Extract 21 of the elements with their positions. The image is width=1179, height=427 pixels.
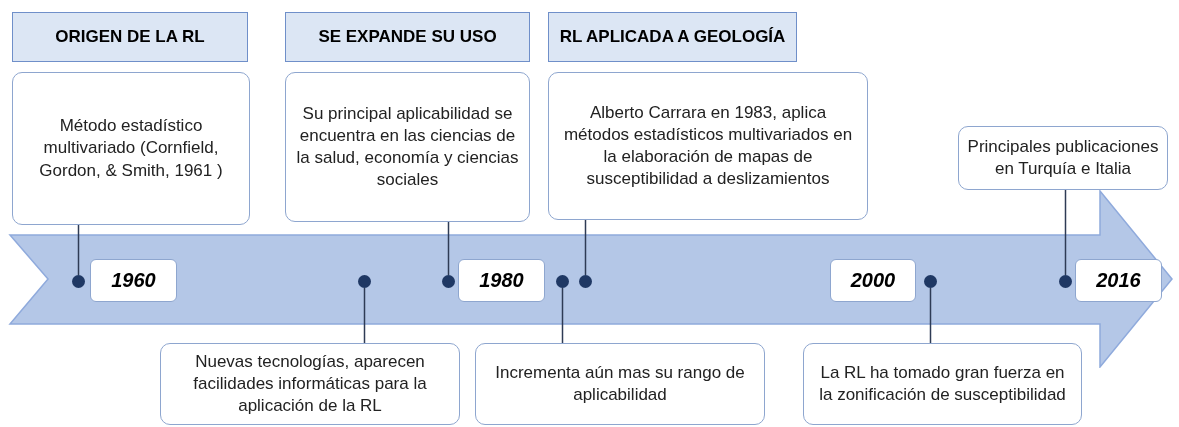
year-label: 2016 — [1075, 259, 1162, 302]
callout-box: Método estadístico multivariado (Cornfield, Gordon, & Smith, 1961 ) — [12, 72, 250, 225]
header-band: SE EXPANDE SU USO — [285, 12, 530, 62]
leader-line — [929, 287, 932, 344]
leader-line — [584, 219, 587, 276]
year-label: 1960 — [90, 259, 177, 302]
callout-box: Alberto Carrara en 1983, aplica métodos estadísticos multivariados en la elaboración de mapas de susceptibilidad a deslizamientos — [548, 72, 868, 220]
callout-box: Incrementa aún mas su rango de aplicabilidad — [475, 343, 765, 425]
header-band: RL APLICADA A GEOLOGÍA — [548, 12, 797, 62]
year-label: 1980 — [458, 259, 545, 302]
leader-line — [77, 224, 80, 276]
leader-line — [1064, 189, 1067, 276]
callout-box: Principales publicaciones en Turquía e Italia — [958, 126, 1168, 190]
callout-box: La RL ha tomado gran fuerza en la zonificación de susceptibilidad — [803, 343, 1082, 425]
leader-line — [363, 287, 366, 344]
leader-line — [561, 287, 564, 344]
callout-box: Nuevas tecnologías, aparecen facilidades informáticas para la aplicación de la RL — [160, 343, 460, 425]
header-band: ORIGEN DE LA RL — [12, 12, 248, 62]
year-label: 2000 — [830, 259, 916, 302]
leader-line — [447, 221, 450, 276]
callout-box: Su principal aplicabilidad se encuentra en las ciencias de la salud, economía y ciencias sociales — [285, 72, 530, 222]
